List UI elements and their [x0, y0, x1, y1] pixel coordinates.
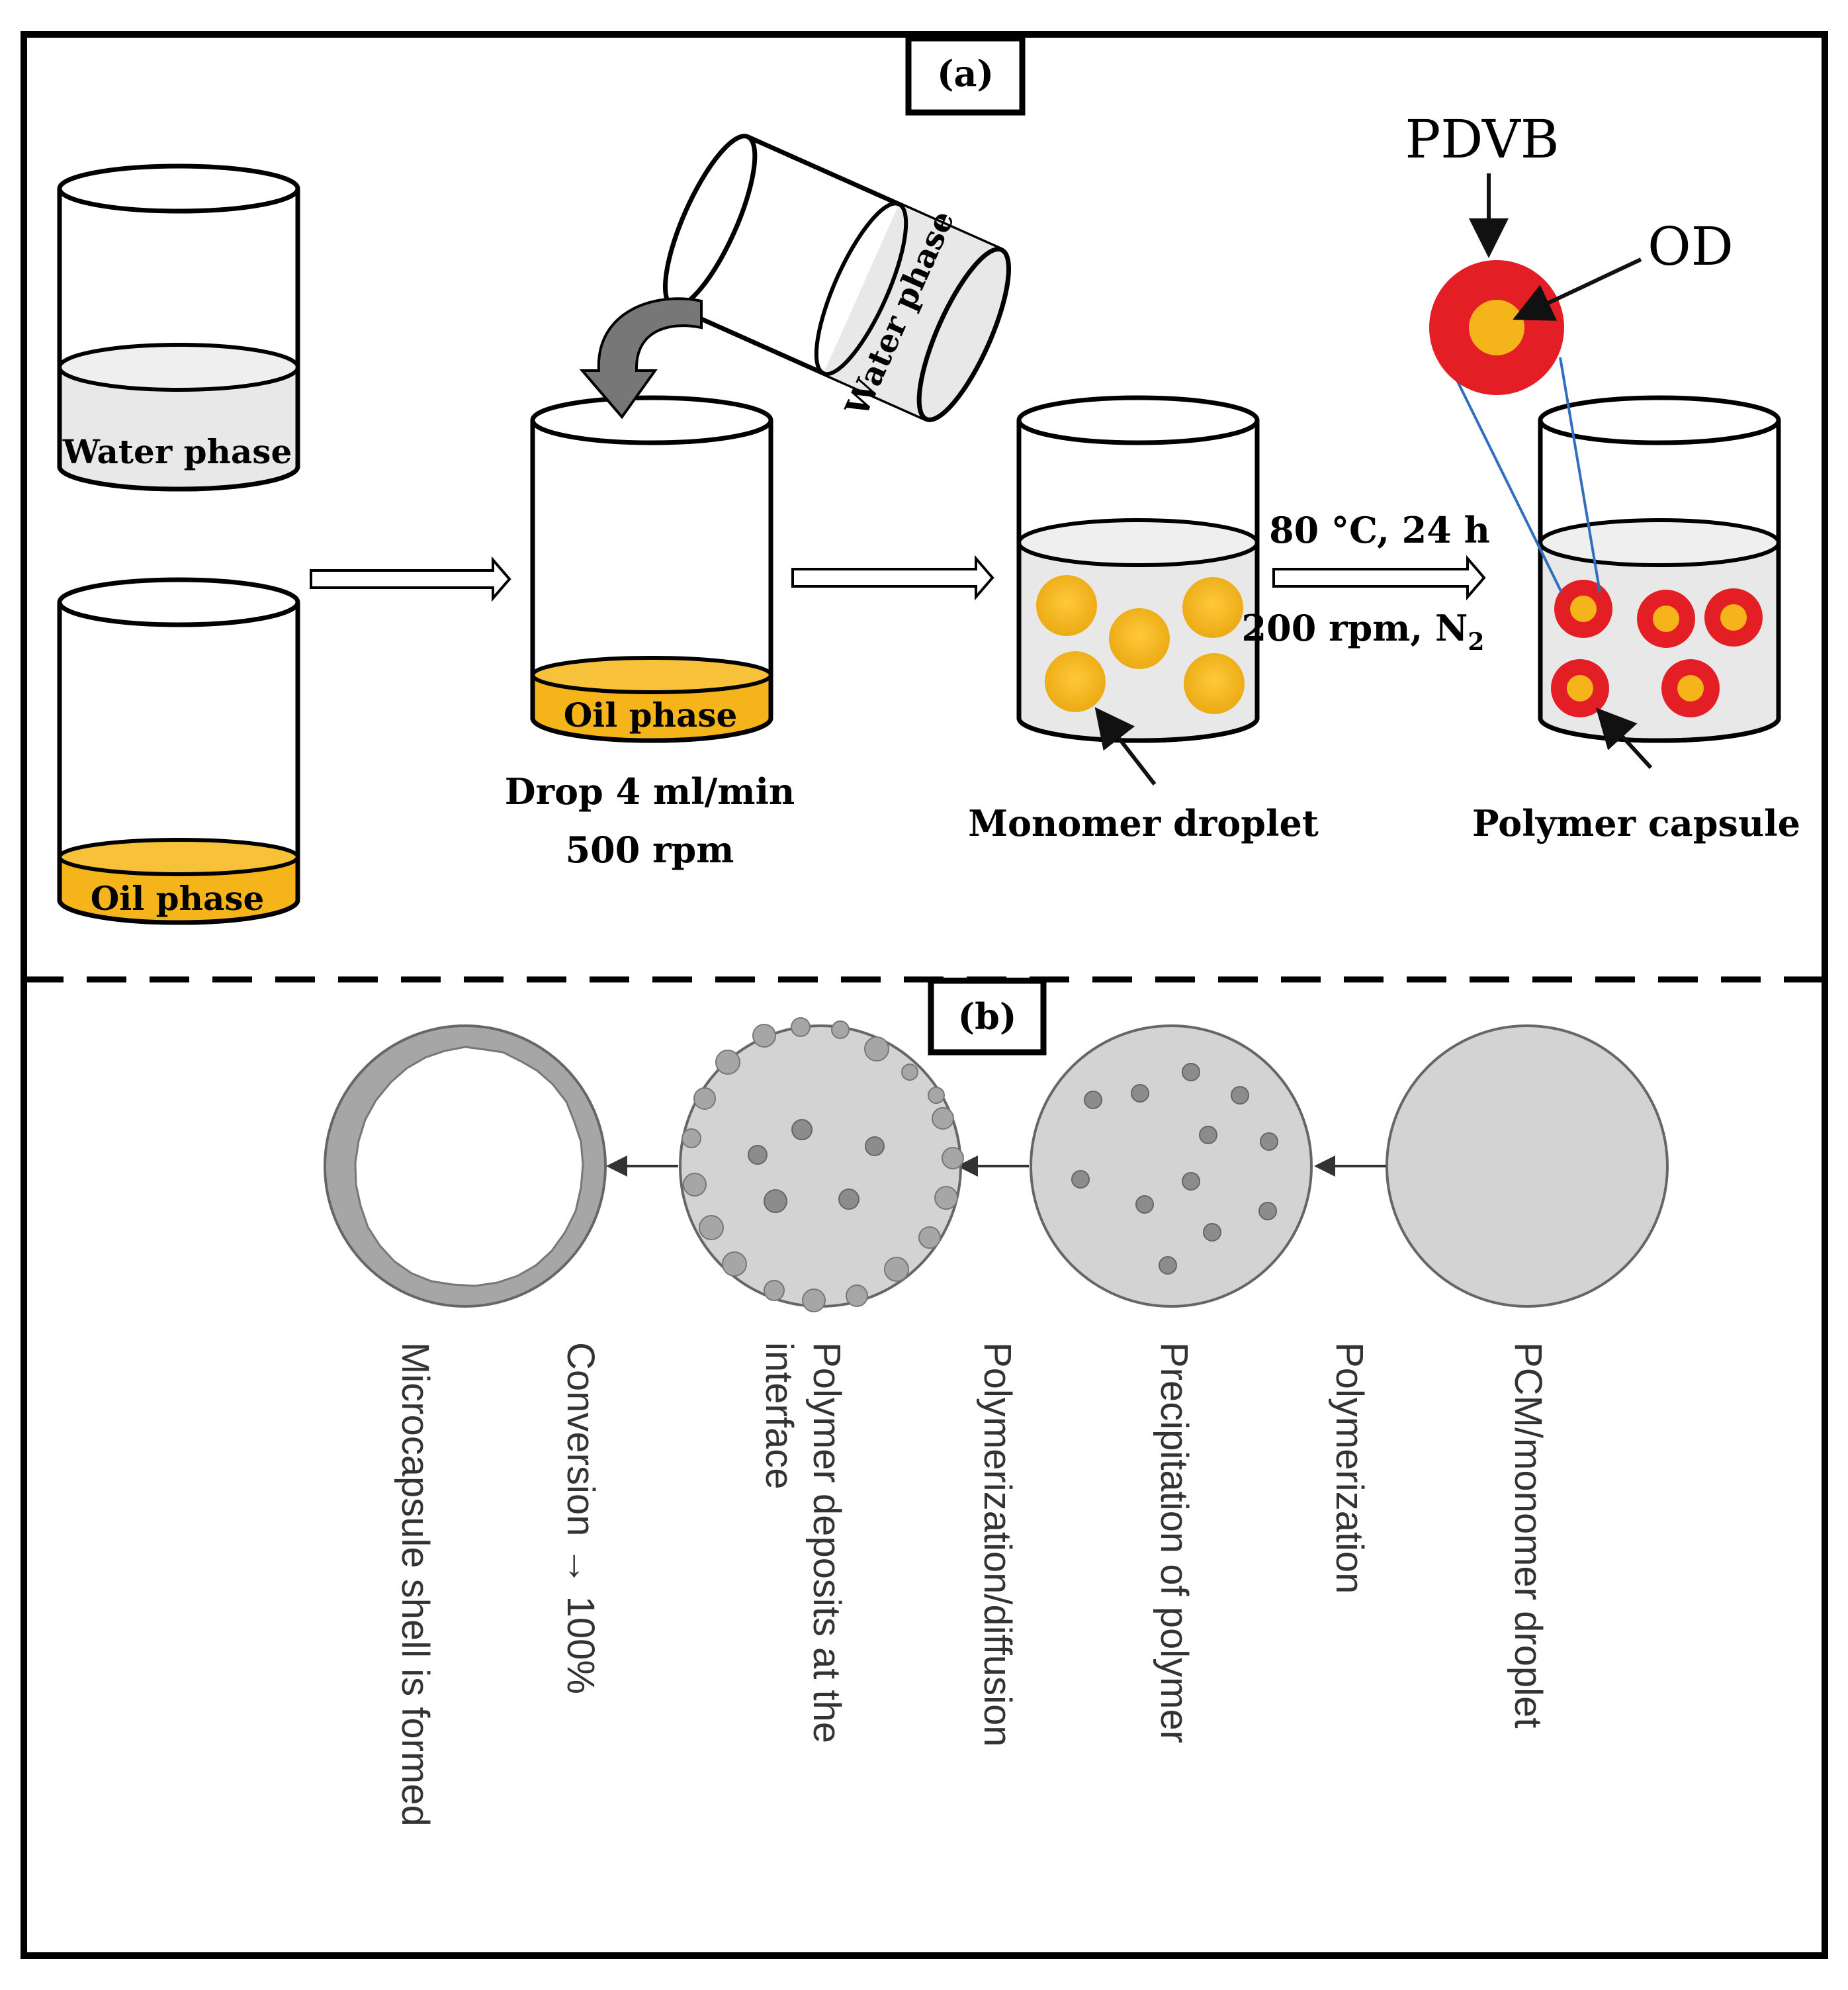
- stage-label-polymerization: Polymerization: [1328, 1342, 1371, 1594]
- reaction-speed-subscript: 2: [1468, 628, 1484, 656]
- microcapsule-shell-circle: [324, 1024, 607, 1308]
- monomer-droplet: [1109, 608, 1170, 669]
- panel-a-label: (a): [937, 52, 994, 95]
- stage-label-precipitation: Precipitation of polymer: [1153, 1342, 1196, 1743]
- panel-b-label-box: [928, 977, 1047, 1056]
- od-label: OD: [1648, 216, 1734, 277]
- panel-b: (b): [324, 977, 1669, 1827]
- reaction-temp-label: 80 °C, 24 h: [1269, 509, 1490, 551]
- oil-phase-beaker: Oil phase: [57, 577, 300, 925]
- zoom-link-line: [1444, 357, 1563, 593]
- mixing-beaker: Oil phase: [530, 395, 773, 743]
- reaction-speed-main: 200 rpm, N: [1242, 607, 1468, 649]
- monomer-droplet: [1045, 651, 1106, 712]
- stage-label-conversion: Conversion → 100%: [559, 1342, 602, 1694]
- stage-label-interface-line1: Polymer deposits at the: [805, 1342, 848, 1743]
- pouring-beaker: Water phase: [662, 134, 1012, 422]
- oil-phase-label-left: Oil phase: [91, 879, 265, 918]
- polymer-capsule: [1554, 580, 1612, 638]
- reaction-speed-label: 200 rpm, N2: [1242, 607, 1485, 656]
- precipitation-circle: [1030, 1024, 1313, 1308]
- stage-label-polymerization-diffusion: Polymerization/diffusion: [976, 1342, 1019, 1746]
- monomer-pointer-arrow: [1094, 707, 1157, 786]
- drop-rate-label: Drop 4 ml/min: [505, 770, 795, 813]
- oil-phase-label-mid: Oil phase: [564, 696, 738, 735]
- monomer-droplet-beaker: [1016, 395, 1260, 786]
- capsule-pointer-arrow: [1595, 707, 1653, 770]
- pour-arrow: [579, 297, 703, 420]
- polymer-capsule-label: Polymer capsule: [1472, 802, 1800, 844]
- panel-a-label-box: [905, 35, 1026, 116]
- monomer-droplet: [1036, 575, 1097, 636]
- interface-deposit-circle: [679, 1017, 964, 1312]
- polymer-capsule: [1661, 659, 1720, 717]
- magnified-capsule: [1429, 260, 1564, 395]
- process-arrow-1: [310, 556, 511, 602]
- drop-speed-label: 500 rpm: [566, 829, 734, 871]
- polymer-capsule: [1704, 588, 1763, 647]
- polymer-capsule: [1637, 590, 1695, 648]
- water-phase-beaker: Water phase: [57, 163, 300, 492]
- pdvb-label: PDVB: [1405, 109, 1559, 170]
- monomer-droplet: [1184, 653, 1245, 714]
- monomer-droplet: [1182, 577, 1243, 638]
- monomer-droplet-label: Monomer droplet: [968, 802, 1319, 844]
- water-phase-label: Water phase: [62, 432, 292, 471]
- panel-b-label: (b): [958, 995, 1017, 1038]
- stage-label-shell-formed: Microcapsule shell is formed: [394, 1342, 437, 1827]
- stage-label-interface-line2: interface: [758, 1342, 801, 1489]
- process-arrow-2: [791, 555, 994, 601]
- pcm-droplet-circle: [1386, 1024, 1669, 1308]
- zoom-link-line: [1559, 357, 1601, 593]
- outer-frame: [21, 31, 1828, 1959]
- process-arrow-3: [1272, 555, 1486, 601]
- polymer-capsule: [1551, 659, 1609, 717]
- od-pointer-arrow: [1513, 257, 1642, 321]
- stage-label-pcm-droplet: PCM/monomer droplet: [1507, 1342, 1550, 1728]
- panel-a: (a) Water phase Oil phase: [57, 35, 1800, 925]
